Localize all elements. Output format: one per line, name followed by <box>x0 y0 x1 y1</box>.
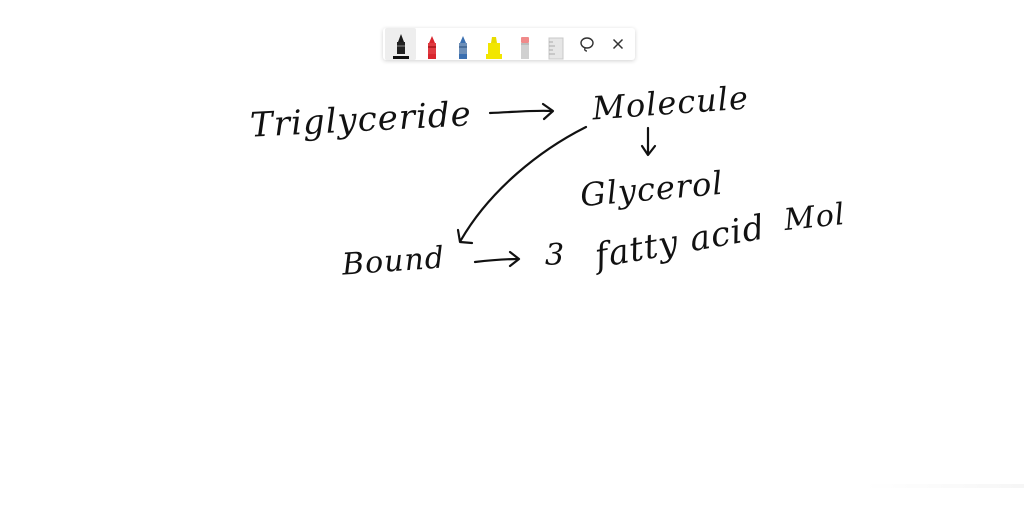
highlighter-icon <box>485 37 502 59</box>
highlighter-tool[interactable] <box>478 28 509 60</box>
red-pen-icon <box>427 36 436 59</box>
arrow-triglyceride-to-molecule <box>488 109 554 115</box>
arrowhead-molecule-to-bound <box>456 228 474 245</box>
black-pen-icon <box>392 34 409 59</box>
close-icon <box>612 38 623 50</box>
arrow-molecule-to-bound <box>459 125 588 242</box>
red-pen-tool[interactable] <box>416 28 447 60</box>
ruler-icon <box>548 37 563 60</box>
lasso-button[interactable] <box>571 28 602 60</box>
drawing-toolbar <box>383 28 635 60</box>
eraser-icon <box>520 37 529 59</box>
note-three: 3 <box>545 238 566 273</box>
eraser-tool[interactable] <box>509 28 540 60</box>
blue-pen-icon <box>458 36 467 59</box>
close-toolbar-button[interactable] <box>602 28 633 60</box>
lasso-icon <box>579 37 594 52</box>
canvas-edge-shadow <box>864 484 1024 488</box>
arrowhead-bound-to-fatty-acid <box>508 250 521 268</box>
arrowhead-molecule-to-glycerol <box>640 144 657 157</box>
black-pen-tool[interactable] <box>385 28 416 60</box>
arrow-bound-to-fatty-acid <box>473 257 520 264</box>
blue-pen-tool[interactable] <box>447 28 478 60</box>
arrowhead-triglyceride-to-molecule <box>541 102 555 121</box>
ruler-tool[interactable] <box>540 28 571 60</box>
